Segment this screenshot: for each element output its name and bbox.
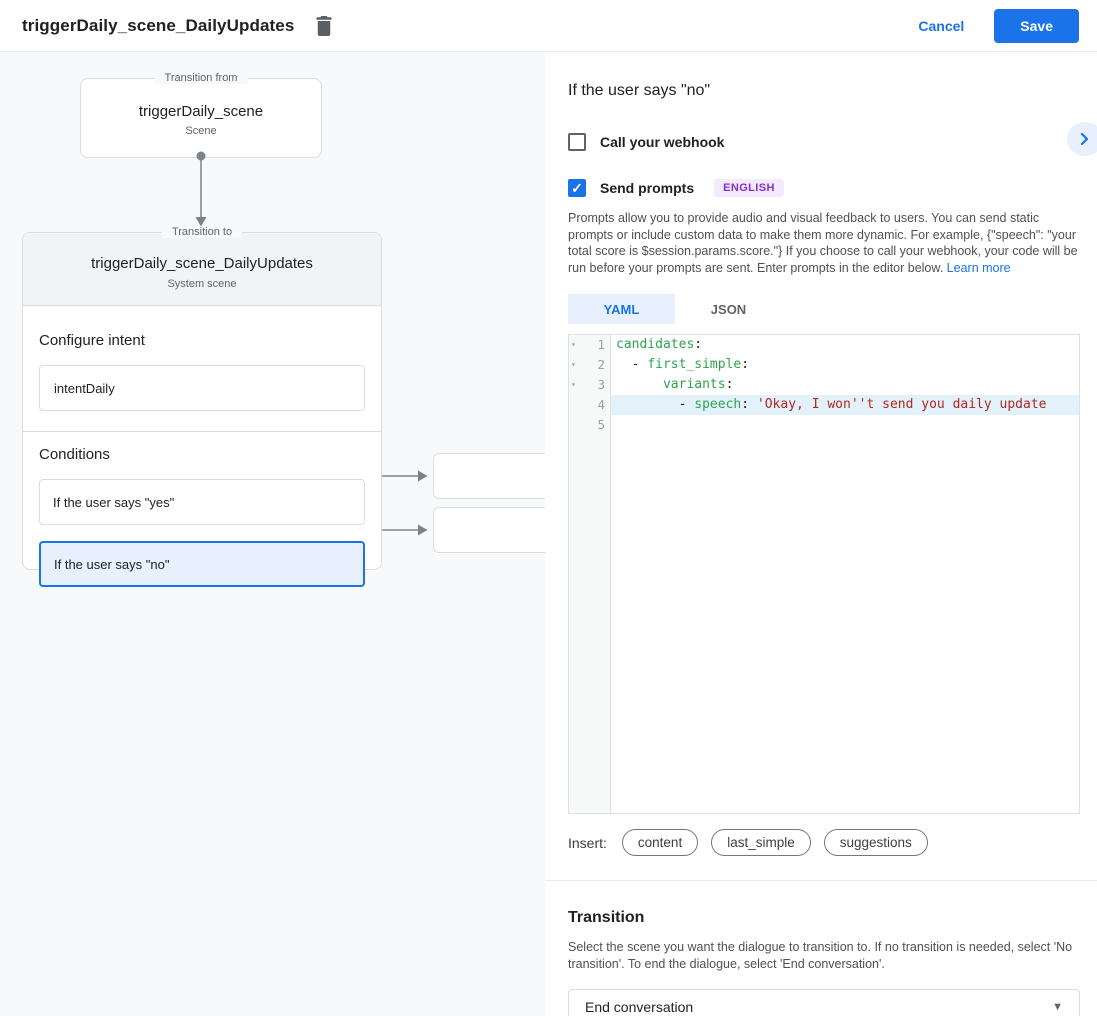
delete-scene-button[interactable] [310, 12, 338, 40]
yaml-punct: : [741, 357, 750, 372]
condition-target-box[interactable] [433, 453, 545, 499]
chevron-right-icon [1079, 133, 1091, 145]
learn-more-link[interactable]: Learn more [946, 260, 1011, 275]
yaml-punct: - [616, 397, 695, 412]
transition-dropdown[interactable]: End conversation ▼ [568, 989, 1080, 1016]
send-prompts-checkbox[interactable]: ✓ [568, 179, 586, 197]
code-line: variants: [611, 375, 1079, 395]
transition-from-box[interactable]: Transition from triggerDaily_scene Scene [80, 72, 322, 158]
editor-format-tabs: YAML JSON [568, 294, 1080, 324]
line-number: 2 [597, 357, 605, 372]
transition-title: Transition [568, 909, 645, 926]
yaml-punct: : [725, 377, 734, 392]
cancel-button[interactable]: Cancel [902, 10, 980, 42]
main-content: Transition from triggerDaily_scene Scene… [0, 52, 1097, 1016]
gutter-line[interactable]: 5 [569, 415, 610, 435]
editor-gutter: ▾1 ▾2 ▾3 4 5 [569, 335, 611, 813]
insert-content-chip[interactable]: content [621, 829, 699, 856]
insert-last-simple-chip[interactable]: last_simple [711, 829, 811, 856]
condition-target-box[interactable] [433, 507, 545, 553]
trash-icon [315, 15, 333, 36]
yaml-punct [616, 377, 663, 392]
condition-item-yes[interactable]: If the user says "yes" [39, 479, 365, 525]
code-line-highlighted: - speech: 'Okay, I won''t send you daily… [611, 395, 1079, 415]
call-webhook-checkbox[interactable] [568, 133, 586, 151]
gutter-line[interactable]: ▾3 [569, 375, 610, 395]
yaml-key: candidates [616, 337, 695, 352]
line-number: 1 [597, 337, 605, 352]
to-scene-type: System scene [167, 278, 237, 290]
to-scene-header: triggerDaily_scene_DailyUpdates System s… [23, 233, 381, 306]
yaml-key: first_simple [647, 357, 742, 372]
yaml-key: variants [662, 377, 726, 392]
transition-from-legend: Transition from [154, 72, 248, 84]
editor-code-area[interactable]: candidates: - first_simple: variants: - … [611, 335, 1079, 813]
condition-detail-panel: If the user says "no" Call your webhook … [545, 52, 1097, 1016]
conditions-label: Conditions [39, 446, 110, 463]
prompts-description-text: Prompts allow you to provide audio and v… [568, 211, 1078, 275]
to-scene-name: triggerDaily_scene_DailyUpdates [91, 255, 313, 272]
webhook-checkbox-row: Call your webhook [568, 133, 1080, 151]
gutter-line[interactable]: ▾2 [569, 355, 610, 375]
line-number: 4 [597, 397, 605, 412]
from-scene-type: Scene [185, 125, 217, 137]
language-badge: ENGLISH [714, 179, 784, 197]
transition-description: Select the scene you want the dialogue t… [568, 940, 1073, 971]
yaml-code-editor[interactable]: ▾1 ▾2 ▾3 4 5 candidates: - first_simple:… [568, 334, 1080, 814]
tab-yaml[interactable]: YAML [568, 294, 675, 324]
condition-item-no[interactable]: If the user says "no" [39, 541, 365, 587]
yaml-key: speech [694, 397, 742, 412]
call-webhook-label: Call your webhook [600, 134, 725, 150]
code-line [611, 415, 1079, 435]
yaml-punct: - [616, 357, 648, 372]
code-line: - first_simple: [611, 355, 1079, 375]
transition-dropdown-value: End conversation [585, 999, 694, 1015]
save-button[interactable]: Save [994, 8, 1079, 43]
tab-json[interactable]: JSON [710, 301, 747, 317]
panel-divider [545, 880, 1097, 881]
gutter-line[interactable]: 4 [569, 395, 610, 415]
collapse-panel-button[interactable] [1067, 122, 1097, 156]
yaml-punct: : [694, 337, 703, 352]
yaml-string: 'Okay, I won''t send you daily update [756, 397, 1047, 412]
line-number: 5 [597, 417, 605, 432]
yaml-punct: : [741, 397, 757, 412]
scene-flow-canvas: Transition from triggerDaily_scene Scene… [0, 52, 545, 1016]
prompts-checkbox-row: ✓ Send prompts ENGLISH [568, 179, 1080, 197]
configure-intent-section: Configure intent intentDaily [23, 306, 381, 411]
dropdown-caret-icon: ▼ [1052, 1001, 1063, 1013]
configure-intent-label: Configure intent [39, 332, 145, 349]
intent-item[interactable]: intentDaily [39, 365, 365, 411]
page-title: triggerDaily_scene_DailyUpdates [22, 15, 295, 35]
prompts-description: Prompts allow you to provide audio and v… [568, 210, 1080, 276]
from-scene-name: triggerDaily_scene [138, 103, 264, 120]
app-bar: triggerDaily_scene_DailyUpdates Cancel S… [0, 0, 1097, 52]
line-number: 3 [597, 377, 605, 392]
conditions-section: Conditions If the user says "yes" If the… [23, 432, 381, 587]
insert-suggestions-chip[interactable]: suggestions [823, 829, 928, 856]
fold-arrow-icon[interactable]: ▾ [571, 340, 576, 349]
transition-to-legend: Transition to [161, 226, 243, 238]
insert-label: Insert: [568, 834, 607, 851]
fold-arrow-icon[interactable]: ▾ [571, 360, 576, 369]
send-prompts-label: Send prompts [600, 180, 695, 196]
code-line: candidates: [611, 335, 1079, 355]
fold-arrow-icon[interactable]: ▾ [571, 380, 576, 389]
transition-to-box: Transition to triggerDaily_scene_DailyUp… [22, 226, 382, 587]
insert-row: Insert: content last_simple suggestions [568, 829, 1080, 856]
gutter-line[interactable]: ▾1 [569, 335, 610, 355]
panel-title: If the user says "no" [568, 82, 711, 99]
section-divider [23, 431, 381, 432]
